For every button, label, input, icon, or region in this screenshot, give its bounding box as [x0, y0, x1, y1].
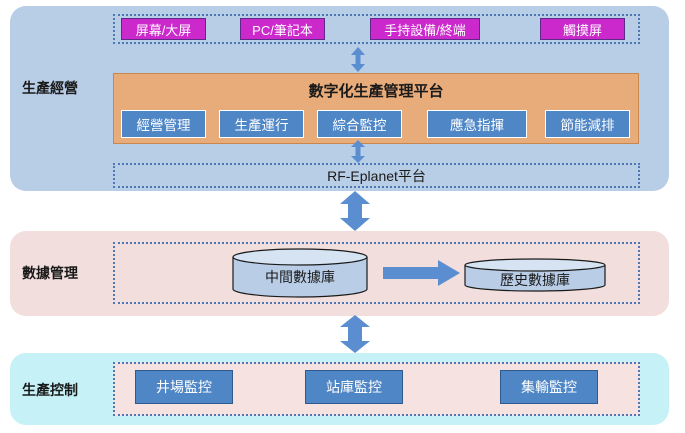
intermediate-database-label: 中間數據庫 [265, 269, 335, 285]
module-integrated-monitoring: 綜合監控 [317, 110, 402, 138]
double-arrow-devices-platform [351, 47, 365, 72]
devices-container [113, 14, 640, 44]
device-screen: 屏幕/大屏 [121, 18, 206, 40]
production-control-title: 生產控制 [22, 382, 78, 398]
platform-title: 數字化生產管理平台 [308, 82, 444, 100]
device-touchscreen: 觸摸屏 [540, 18, 625, 40]
double-arrow-platform-rfeplanet [351, 140, 365, 163]
module-business-management: 經營管理 [121, 110, 206, 138]
data-management-title: 數據管理 [22, 265, 78, 281]
wellsite-monitoring: 井場監控 [135, 370, 233, 404]
station-depot-monitoring: 站庫監控 [305, 370, 403, 404]
device-pc-notebook: PC/筆記本 [240, 18, 325, 40]
data-management-container [113, 242, 640, 304]
module-emergency-command: 應急指揮 [427, 110, 527, 138]
double-arrow-operations-data [340, 191, 370, 231]
history-database-label: 歷史數據庫 [500, 272, 570, 288]
module-energy-saving: 節能減排 [545, 110, 630, 138]
double-arrow-data-control [340, 315, 370, 353]
device-handheld-terminal: 手持設備/終端 [370, 18, 480, 40]
module-production-operation: 生產運行 [219, 110, 304, 138]
intermediate-database-cylinder [232, 248, 368, 298]
history-database-cylinder [464, 258, 606, 292]
rf-eplanet-platform: RF-Eplanet平台 [113, 163, 640, 188]
gathering-transport-monitoring: 集輸監控 [500, 370, 598, 404]
production-operations-title: 生產經營 [22, 80, 78, 96]
flow-arrow-intermediate-to-history [383, 260, 460, 286]
